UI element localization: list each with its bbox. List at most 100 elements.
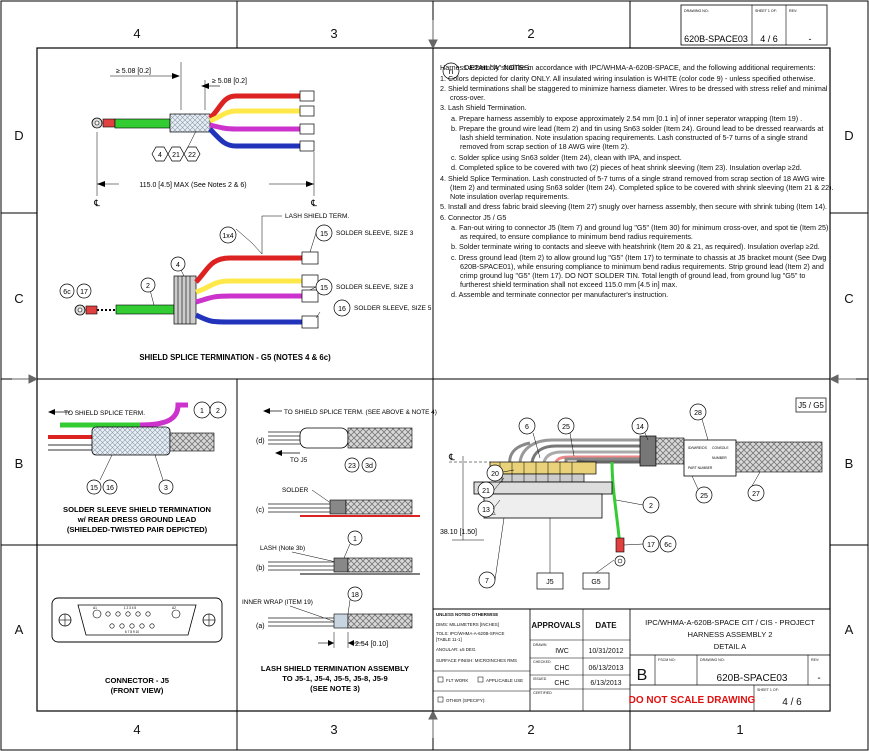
detail-b3-drawing: TO SHIELD SPLICE TERM. (SEE ABOVE & NOTE…: [242, 408, 437, 693]
tb-drawn-label: DRAWN: [533, 643, 547, 647]
zone-bottom-1: 1: [736, 722, 743, 737]
detail-b3-dim: 2.54 [0.10]: [355, 641, 388, 648]
notes-intro: Harness assembly shall be in accordance …: [440, 63, 816, 72]
detail-b3-caption2: TO J5-1, J5-4, J5-5, J5-8, J5-9: [282, 674, 387, 683]
detail-a-balloon-17: 17: [647, 542, 655, 549]
tb-size: B: [637, 667, 648, 684]
zone-right-b: B: [845, 456, 854, 471]
detail-b3-top-label: TO SHIELD SPLICE TERM. (SEE ABOVE & NOTE…: [284, 409, 437, 416]
tb-issued: CHC: [554, 680, 569, 687]
detail-c-caption: SHIELD SPLICE TERMINATION - G5 (NOTES 4 …: [139, 353, 331, 362]
header-dwg-no: 620B-SPACE03: [684, 34, 748, 44]
detail-a-label-line-2: CONSOLE: [712, 446, 729, 450]
detail-a-balloon-14: 14: [636, 424, 644, 431]
zone-left-b: B: [15, 456, 24, 471]
detail-b3-a: (a): [256, 623, 265, 630]
detail-b4-balloon-3: 3: [164, 485, 168, 492]
detail-b4-caption2: w/ REAR DRESS GROUND LEAD: [77, 515, 197, 524]
tb-approvals: APPROVALS: [531, 621, 581, 630]
header-dwg-label: DRAWING NO:: [684, 9, 709, 13]
detail-a-dim: 38.10 [1.50]: [440, 529, 477, 536]
connector-caption1: CONNECTOR - J5: [105, 676, 170, 685]
detail-d-dim-overall: 115.0 [4.5] MAX (See Notes 2 & 6): [139, 182, 246, 189]
detail-b3-balloon-1: 1: [353, 536, 357, 543]
zone-bottom-2: 2: [527, 722, 534, 737]
detail-d-balloon-22: 22: [188, 152, 196, 159]
detail-d-drawing: ≥ 5.08 [0.2] ≥ 5.08 [0.2] 4 21 22: [91, 62, 317, 208]
note-3a: a. Prepare harness assembly to expose ap…: [451, 113, 803, 123]
tb-other: OTHER (SPECIFY):: [446, 698, 486, 703]
connector-bottom-pins: 6 7 8 9 10: [125, 630, 139, 634]
detail-a-balloon-20: 20: [491, 471, 499, 478]
detail-d-balloon-4: 4: [158, 152, 162, 159]
detail-a-balloon-13: 13: [482, 507, 490, 514]
detail-c-balloon-4: 4: [176, 262, 180, 269]
detail-c-sleeve1-no: 15: [320, 231, 328, 238]
tb-title3: DETAIL A: [714, 642, 747, 651]
detail-c-lash-label: LASH SHIELD TERM.: [285, 213, 349, 220]
detail-a-balloon-g5: G5: [591, 579, 600, 586]
zone-right-c: C: [844, 291, 853, 306]
zone-left-a: A: [15, 622, 24, 637]
notes-title: DETAIL "A" NOTES:: [464, 63, 531, 72]
detail-c-sleeve2: SOLDER SLEEVE, SIZE 3: [336, 284, 414, 291]
notes-badge: n: [449, 67, 453, 76]
detail-a-balloon-28: 28: [694, 410, 702, 417]
detail-c-balloon-6c: 6c: [63, 289, 71, 296]
tb-fscm-label: FSCM NO:: [658, 658, 676, 662]
zone-top-2: 2: [527, 26, 534, 41]
tb-dwg: 620B-SPACE03: [717, 673, 788, 684]
tb-date: DATE: [595, 621, 617, 630]
detail-a-balloon-j5: J5: [546, 579, 554, 586]
zone-right-d: D: [844, 128, 853, 143]
detail-a-balloon-6: 6: [525, 424, 529, 431]
connector-caption2: (FRONT VIEW): [111, 686, 164, 695]
detail-b3-d: (d): [256, 438, 265, 445]
note-5: 5. Install and dress fabric braid sleevi…: [440, 202, 827, 212]
connector-top-pins: 1 2 3 4 5: [124, 606, 137, 610]
detail-c-sleeve3: SOLDER SLEEVE, SIZE 5: [354, 305, 432, 312]
detail-d-cl-right: ℄: [310, 198, 317, 208]
detail-b4-balloon-15: 15: [90, 485, 98, 492]
note-1: 1. Colors depicted for clarity ONLY. All…: [440, 73, 816, 83]
detail-c-drawing: 1x4 4 2 6c 17 15 15 16 LASH SHIELD TERM.…: [59, 213, 432, 362]
header-rev: -: [809, 34, 812, 44]
detail-a-label-line-4: PART NUMBER: [688, 466, 713, 470]
detail-b4-drawing: TO SHIELD SPLICE TERM. 1 2 15 16 3 SOLDE…: [48, 401, 227, 534]
note-3c: c. Solder splice using Sn63 solder (Item…: [451, 152, 682, 162]
detail-a-tag: J5 / G5: [798, 401, 824, 410]
svg-text:△: △: [491, 510, 496, 516]
detail-b3-to-j5: TO J5: [290, 457, 308, 464]
zone-right-a: A: [845, 622, 854, 637]
detail-a-cl: ℄: [448, 452, 455, 462]
header-sheet: 4 / 6: [760, 34, 778, 44]
note-6b: b. Solder terminate wiring to contacts a…: [451, 242, 820, 252]
detail-b3-caption1: LASH SHIELD TERMINATION ASSEMBLY: [261, 664, 409, 673]
detail-b4-caption3: (SHIELDED-TWISTED PAIR DEPICTED): [67, 525, 208, 534]
tb-table: [TABLE 11-1]: [436, 637, 462, 642]
connector-a2: A2: [172, 606, 176, 610]
detail-c-sleeve3-no: 16: [338, 306, 346, 313]
note-3b: b. Prepare the ground wire lead (Item 2)…: [451, 124, 824, 152]
connector-j5-drawing: 1 2 3 4 5 6 7 8 9 10 A1 A2 CONNECTOR - J…: [51, 597, 223, 695]
note-3: 3. Lash Shield Termination.: [440, 103, 527, 113]
detail-a-balloon-25b: 25: [700, 493, 708, 500]
tb-dims: DIMS: MILLIMETERS [INCHES]: [436, 622, 499, 627]
detail-a-balloon-21: 21: [482, 488, 490, 495]
tb-sheet: 4 / 6: [782, 697, 802, 708]
tb-angular: ANGULAR: ±5 DEG.: [436, 647, 476, 652]
detail-b3-c: (c): [256, 507, 264, 514]
tb-title1: IPC/WHMA-A-620B-SPACE CIT / CIS - PROJEC…: [645, 618, 815, 627]
detail-c-sleeve2-no: 15: [320, 285, 328, 292]
detail-b3-balloon-23: 23: [348, 463, 356, 470]
detail-c-balloon-1x4: 1x4: [222, 233, 233, 240]
tb-rev-label: REV:: [811, 658, 819, 662]
note-3d: d. Completed splice to be covered with t…: [451, 163, 802, 173]
header-sheet-label: SHEET 1 OF:: [755, 9, 777, 13]
tb-title2: HARNESS ASSEMBLY 2: [688, 630, 773, 639]
tb-dwg-label: DRAWING NO:: [700, 658, 725, 662]
note-6: 6. Connector J5 / G5: [440, 212, 507, 222]
note-4: 4. Shield Splice Termination. Lash const…: [440, 173, 834, 201]
